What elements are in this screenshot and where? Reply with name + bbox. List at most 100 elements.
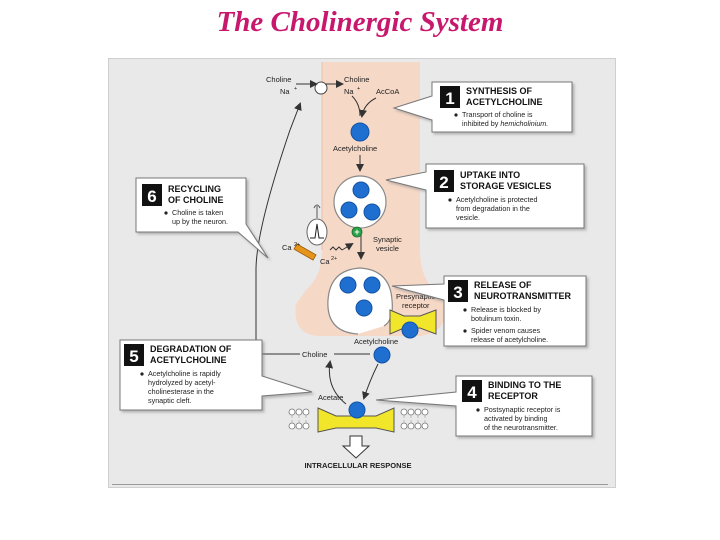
- receptor-label: receptor: [402, 301, 430, 310]
- intracellular-response-label: INTRACELLULAR RESPONSE: [304, 461, 411, 470]
- step-5-callout: 5 DEGRADATION OF ACETYLCHOLINE Acetylcho…: [119, 339, 313, 411]
- na-outside-label: Na: [280, 87, 290, 96]
- step-1-bullet-line2: inhibited by: [462, 119, 500, 128]
- step-2-title-line2: STORAGE VESICLES: [460, 181, 551, 191]
- accoa-label: AcCoA: [376, 87, 399, 96]
- step-6-callout: 6 RECYCLING OF CHOLINE Choline is taken …: [135, 177, 269, 259]
- step-3-number: 3: [453, 283, 462, 302]
- membrane-lipid-head: [414, 422, 422, 430]
- calcium-channel: [293, 243, 317, 261]
- svg-text:inhibited by hemicholinium.: inhibited by hemicholinium.: [462, 119, 548, 128]
- synaptic-label: Synaptic: [373, 235, 402, 244]
- step-5-bullet-line2: hydrolyzed by acetyl-: [148, 378, 216, 387]
- postsynaptic-membrane: [288, 408, 429, 430]
- membrane-lipid-head: [302, 408, 310, 416]
- choline-outside-label: Choline: [266, 75, 291, 84]
- response-arrow: [341, 435, 371, 459]
- step-5-bullet-line3: cholinesterase in the: [148, 387, 214, 396]
- step-3-bullet1-line2: botulinum toxin.: [471, 314, 521, 323]
- membrane-lipid-head: [421, 422, 429, 430]
- membrane-lipid-head: [288, 422, 296, 430]
- membrane-lipid-head: [414, 408, 422, 416]
- acetylcholine-molecule: [340, 201, 358, 219]
- step-5-title-line2: ACETYLCHOLINE: [150, 355, 227, 365]
- choline-cleft-label: Choline: [302, 350, 327, 359]
- step-3-bullet1-line1: Release is blocked by: [471, 305, 541, 314]
- step-5-title-line1: DEGRADATION OF: [150, 344, 232, 354]
- membrane-lipid-head: [400, 408, 408, 416]
- calcium-activation-badge: [351, 226, 363, 238]
- step-1-bullet-drug: hemicholinium.: [500, 119, 548, 128]
- step-1-title-line1: SYNTHESIS OF: [466, 86, 533, 96]
- calcium-activation-sign: +: [354, 227, 359, 237]
- acetylcholine-molecule: [339, 276, 357, 294]
- acetate-label: Acetate: [318, 393, 343, 402]
- acetylcholine-molecule: [350, 122, 370, 142]
- step-3-bullet2-line2: release of acetylcholine.: [471, 335, 548, 344]
- step-2-callout: 2 UPTAKE INTO STORAGE VESICLES Acetylcho…: [385, 163, 585, 229]
- calcium-inside-charge: 2+: [331, 256, 337, 262]
- calcium-inside-label: Ca: [320, 257, 330, 266]
- step-4-callout: 4 BINDING TO THE RECEPTOR Postsynaptic r…: [375, 375, 593, 437]
- acetylcholine-molecule: [352, 181, 370, 199]
- step-3-callout: 3 RELEASE OF NEUROTRANSMITTER Release is…: [391, 275, 587, 347]
- membrane-lipid-head: [295, 408, 303, 416]
- step-1-title-line2: ACETYLCHOLINE: [466, 97, 543, 107]
- action-potential-icon: [306, 204, 328, 246]
- step-1-bullet-line1: Transport of choline is: [462, 110, 533, 119]
- step-4-bullet-line2: activated by binding: [484, 414, 548, 423]
- step-3-bullet2-line1: Spider venom causes: [471, 326, 541, 335]
- step-6-bullet-line1: Choline is taken: [172, 208, 223, 217]
- membrane-lipid-head: [302, 422, 310, 430]
- na-inside-charge: +: [357, 86, 360, 92]
- presynaptic-receptor: [389, 309, 437, 335]
- step-6-title-line2: OF CHOLINE: [168, 195, 224, 205]
- step-4-number: 4: [467, 383, 477, 402]
- step-3-title-line1: RELEASE OF: [474, 280, 532, 290]
- choline-inside-label: Choline: [344, 75, 369, 84]
- step-4-title-line2: RECEPTOR: [488, 391, 538, 401]
- membrane-lipid-head: [295, 422, 303, 430]
- acetylcholine-molecule: [363, 203, 381, 221]
- step-6-number: 6: [147, 187, 156, 206]
- calcium-outside-charge: 2+: [294, 242, 300, 248]
- calcium-outside-label: Ca: [282, 243, 292, 252]
- step-1-callout: 1 SYNTHESIS OF ACETYLCHOLINE Transport o…: [392, 81, 573, 133]
- na-outside-charge: +: [294, 86, 297, 92]
- membrane-lipid-head: [421, 408, 429, 416]
- step-3-title-line2: NEUROTRANSMITTER: [474, 291, 571, 301]
- acetylcholine-molecule: [401, 321, 419, 339]
- slide-title: The Cholinergic System: [216, 6, 504, 38]
- acetylcholine-synthesized-label: Acetylcholine: [333, 144, 377, 153]
- step-4-bullet-line1: Postsynaptic receptor is: [484, 405, 561, 414]
- step-2-bullet-line1: Acetylcholine is protected: [456, 195, 538, 204]
- membrane-lipid-head: [400, 422, 408, 430]
- presynaptic-label: Presynaptic: [396, 292, 435, 301]
- membrane-lipid-head: [407, 408, 415, 416]
- step-4-title-line1: BINDING TO THE: [488, 380, 561, 390]
- step-2-bullet-line2: from degradation in the: [456, 204, 530, 213]
- acetylcholine-molecule: [355, 299, 373, 317]
- vesicle-label: vesicle: [376, 244, 399, 253]
- step-6-bullet-line2: up by the neuron.: [172, 217, 228, 226]
- step-2-bullet-line3: vesicle.: [456, 213, 480, 222]
- step-5-bullet-line4: synaptic cleft.: [148, 396, 192, 405]
- step-2-title-line1: UPTAKE INTO: [460, 170, 520, 180]
- acetylcholine-molecule: [348, 401, 366, 419]
- acetylcholine-molecule: [363, 276, 381, 294]
- step-2-number: 2: [439, 173, 448, 192]
- postsynaptic-receptor: [317, 407, 395, 433]
- membrane-lipid-head: [288, 408, 296, 416]
- step-5-bullet-line1: Acetylcholine is rapidly: [148, 369, 221, 378]
- bottom-rule: [112, 484, 608, 485]
- step-4-bullet-line3: of the neurotransmitter.: [484, 423, 558, 432]
- step-6-title-line1: RECYCLING: [168, 184, 221, 194]
- membrane-lipid-head: [407, 422, 415, 430]
- step-5-number: 5: [129, 347, 138, 366]
- acetylcholine-cleft-label: Acetylcholine: [354, 337, 398, 346]
- na-inside-label: Na: [344, 87, 354, 96]
- step-1-number: 1: [445, 89, 454, 108]
- acetylcholine-molecule: [373, 346, 391, 364]
- choline-transporter: [314, 81, 328, 95]
